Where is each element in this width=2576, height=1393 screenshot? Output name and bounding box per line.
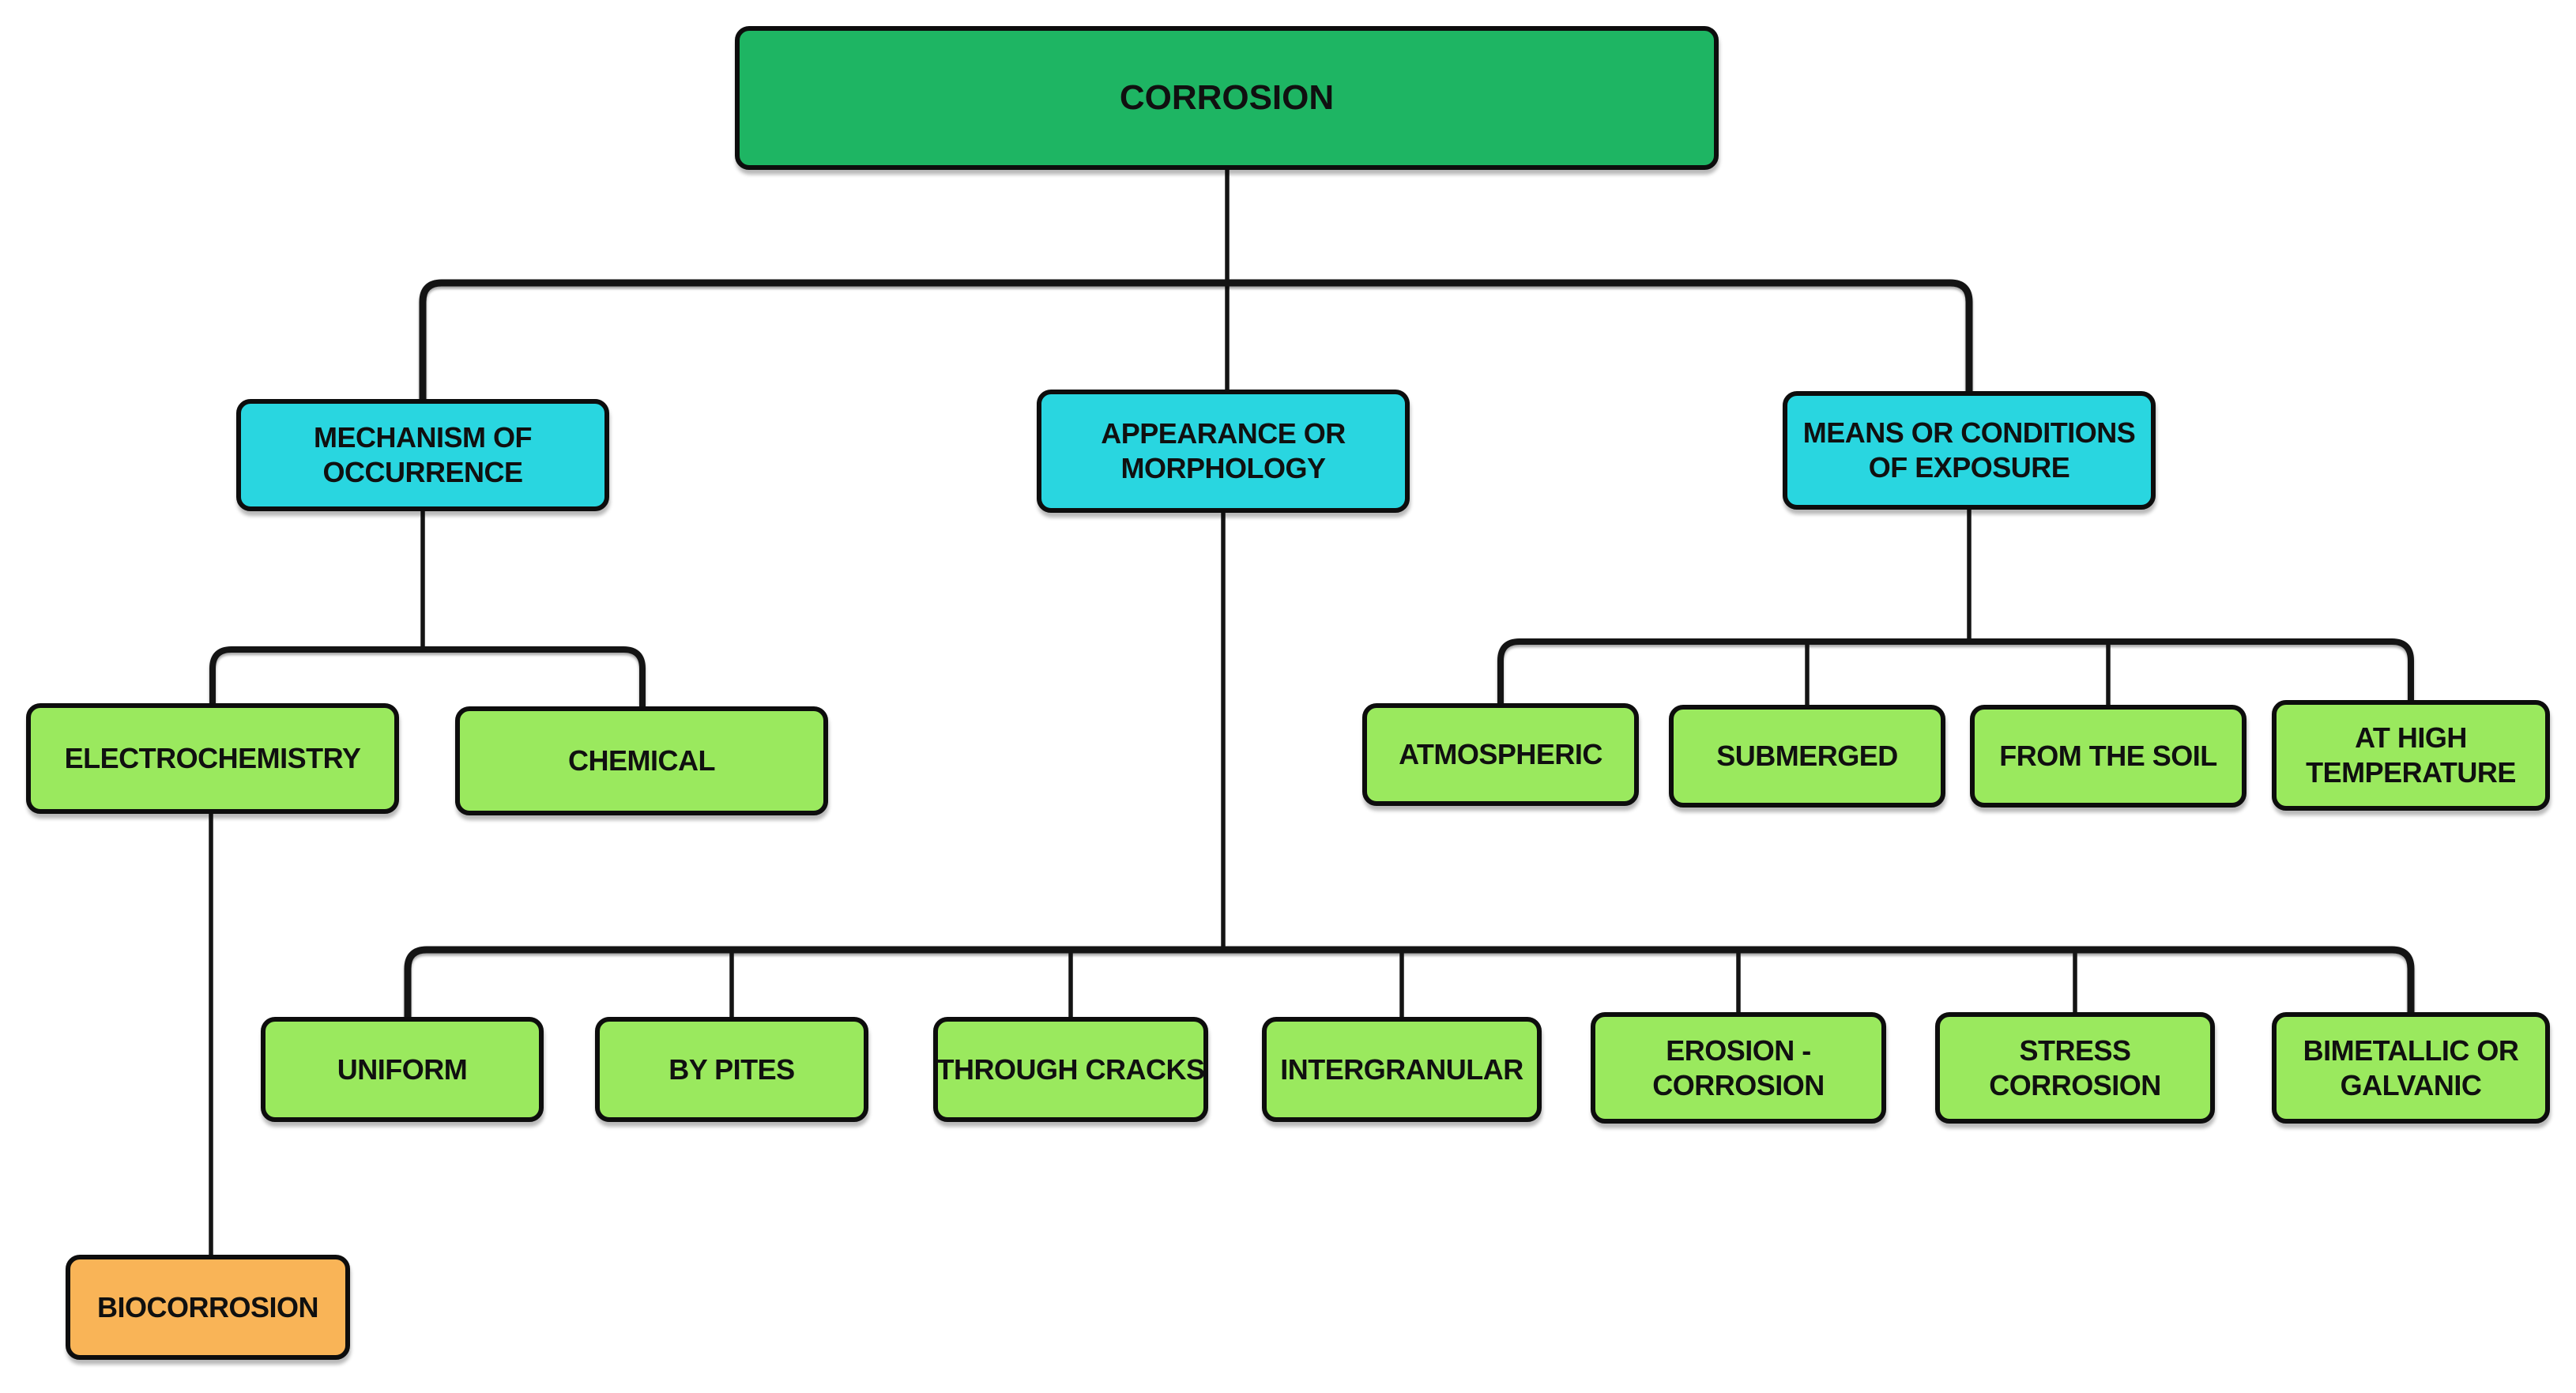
node-label-line: GALVANIC [2340,1068,2482,1101]
node-uniform: UNIFORM [261,1017,544,1122]
node-label-line: OF EXPOSURE [1868,451,2070,484]
node-biocorrosion: BIOCORROSION [66,1255,350,1360]
edge-means-children-bar [1497,638,2414,706]
node-from-the-soil: FROM THE SOIL [1970,705,2246,808]
node-label-line: CHEMICAL [568,744,715,777]
node-label-line: CORROSION [1652,1068,1825,1101]
node-label-line: TEMPERATURE [2306,756,2516,789]
node-electrochemistry: ELECTROCHEMISTRY [26,703,399,814]
node-label-line: AT HIGH [2355,721,2467,755]
node-label-line: UNIFORM [337,1052,468,1086]
node-label-line: BY PITES [668,1052,795,1086]
node-label-line: APPEARANCE OR [1101,417,1346,450]
node-label-line: BIMETALLIC OR [2303,1033,2519,1067]
node-label-line: ATMOSPHERIC [1399,738,1602,771]
node-label-line: MORPHOLOGY [1120,452,1326,484]
edge-corrosion-branches-bar [419,279,1973,403]
node-chemical: CHEMICAL [455,706,828,815]
node-intergranular: INTERGRANULAR [1262,1017,1542,1122]
node-label-line: MEANS OR CONDITIONS [1802,416,2136,450]
node-label-line: THROUGH CRACKS [936,1052,1206,1086]
node-label-line: OCCURRENCE [322,456,523,488]
node-submerged: SUBMERGED [1669,705,1945,808]
node-label-line: CORROSION [1119,78,1335,118]
node-through-cracks: THROUGH CRACKS [933,1017,1208,1122]
edge-mechanism-children-bar [209,646,646,710]
node-label-line: SUBMERGED [1716,740,1898,773]
node-label-line: STRESS [2019,1033,2131,1067]
node-label-line: INTERGRANULAR [1280,1052,1523,1086]
node-corrosion: CORROSION [735,26,1719,170]
node-label-line: CORROSION [1989,1068,2161,1101]
node-label-line: EROSION - [1666,1033,1811,1067]
node-by-pites: BY PITES [595,1017,868,1122]
node-label-line: ELECTROCHEMISTRY [64,742,361,775]
node-atmospheric: ATMOSPHERIC [1362,703,1639,806]
node-erosion-corrosion: EROSION -CORROSION [1591,1012,1886,1124]
node-label-line: BIOCORROSION [96,1290,319,1323]
edge-morphology-children-bar [404,946,2415,1019]
node-label-line: FROM THE SOIL [1999,740,2217,773]
node-label-line: MECHANISM OF [314,421,533,454]
